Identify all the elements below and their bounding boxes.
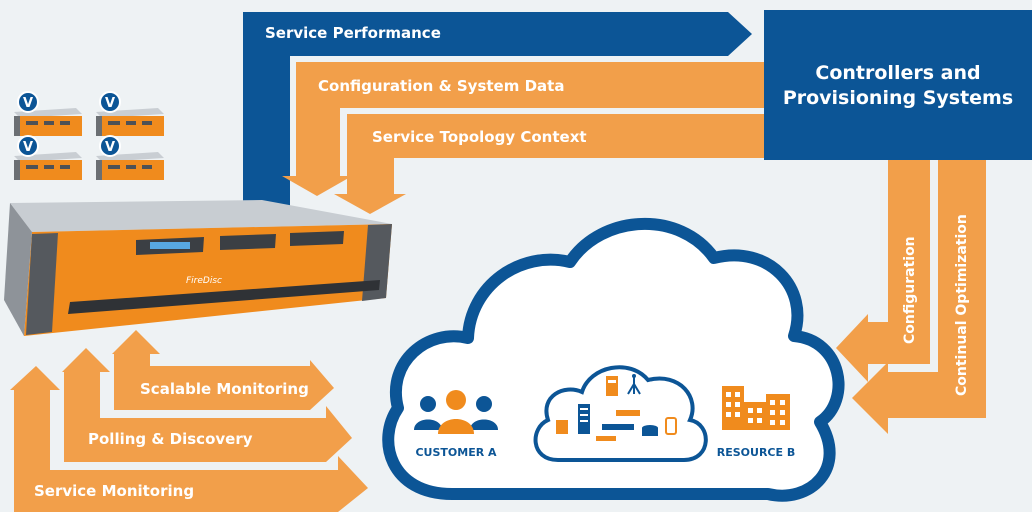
virtual-badge-icon	[17, 135, 39, 157]
service-topology-context-arrow	[334, 114, 766, 214]
configuration-label: Configuration	[902, 236, 918, 344]
appliance-logo: FireDisc	[186, 276, 222, 286]
polling-discovery-label: Polling & Discovery	[88, 430, 253, 448]
network-devices-icon	[556, 374, 677, 441]
configuration-system-data-label: Configuration & System Data	[318, 77, 564, 95]
virtual-badge-icon	[99, 91, 121, 113]
service-monitoring-arrow	[10, 366, 368, 512]
service-performance-arrow	[243, 12, 752, 216]
virtual-appliance-3: V	[14, 135, 82, 180]
svg-text:V: V	[105, 140, 115, 155]
svg-text:V: V	[105, 96, 115, 111]
controllers-box-title-line1: Controllers and	[815, 62, 980, 84]
virtual-appliance-2: V	[96, 91, 164, 136]
scalable-monitoring-label: Scalable Monitoring	[140, 380, 309, 398]
virtual-appliance-1: V	[14, 91, 82, 136]
service-performance-label: Service Performance	[265, 24, 441, 42]
buildings-icon	[722, 386, 790, 430]
controllers-box	[764, 10, 1032, 160]
service-topology-context-label: Service Topology Context	[372, 128, 587, 146]
virtual-badge-icon	[99, 135, 121, 157]
resource-b-label: RESOURCE B	[717, 446, 795, 459]
server-appliance-icon: FireDisc	[4, 200, 392, 336]
svg-text:V: V	[23, 96, 33, 111]
controllers-box-title-line2: Provisioning Systems	[783, 87, 1013, 109]
scalable-monitoring-arrow	[112, 330, 334, 410]
virtual-appliance-4: V	[96, 135, 164, 180]
continual-optimization-arrow	[852, 160, 986, 434]
svg-text:V: V	[23, 140, 33, 155]
customer-a-label: CUSTOMER A	[415, 446, 497, 459]
virtual-badge-icon	[17, 91, 39, 113]
service-monitoring-label: Service Monitoring	[34, 482, 194, 500]
people-group-icon	[414, 390, 498, 434]
continual-optimization-label: Continual Optimization	[954, 214, 970, 396]
configuration-arrow	[836, 160, 930, 382]
configuration-system-data-arrow	[282, 62, 766, 196]
polling-discovery-arrow	[62, 348, 352, 462]
